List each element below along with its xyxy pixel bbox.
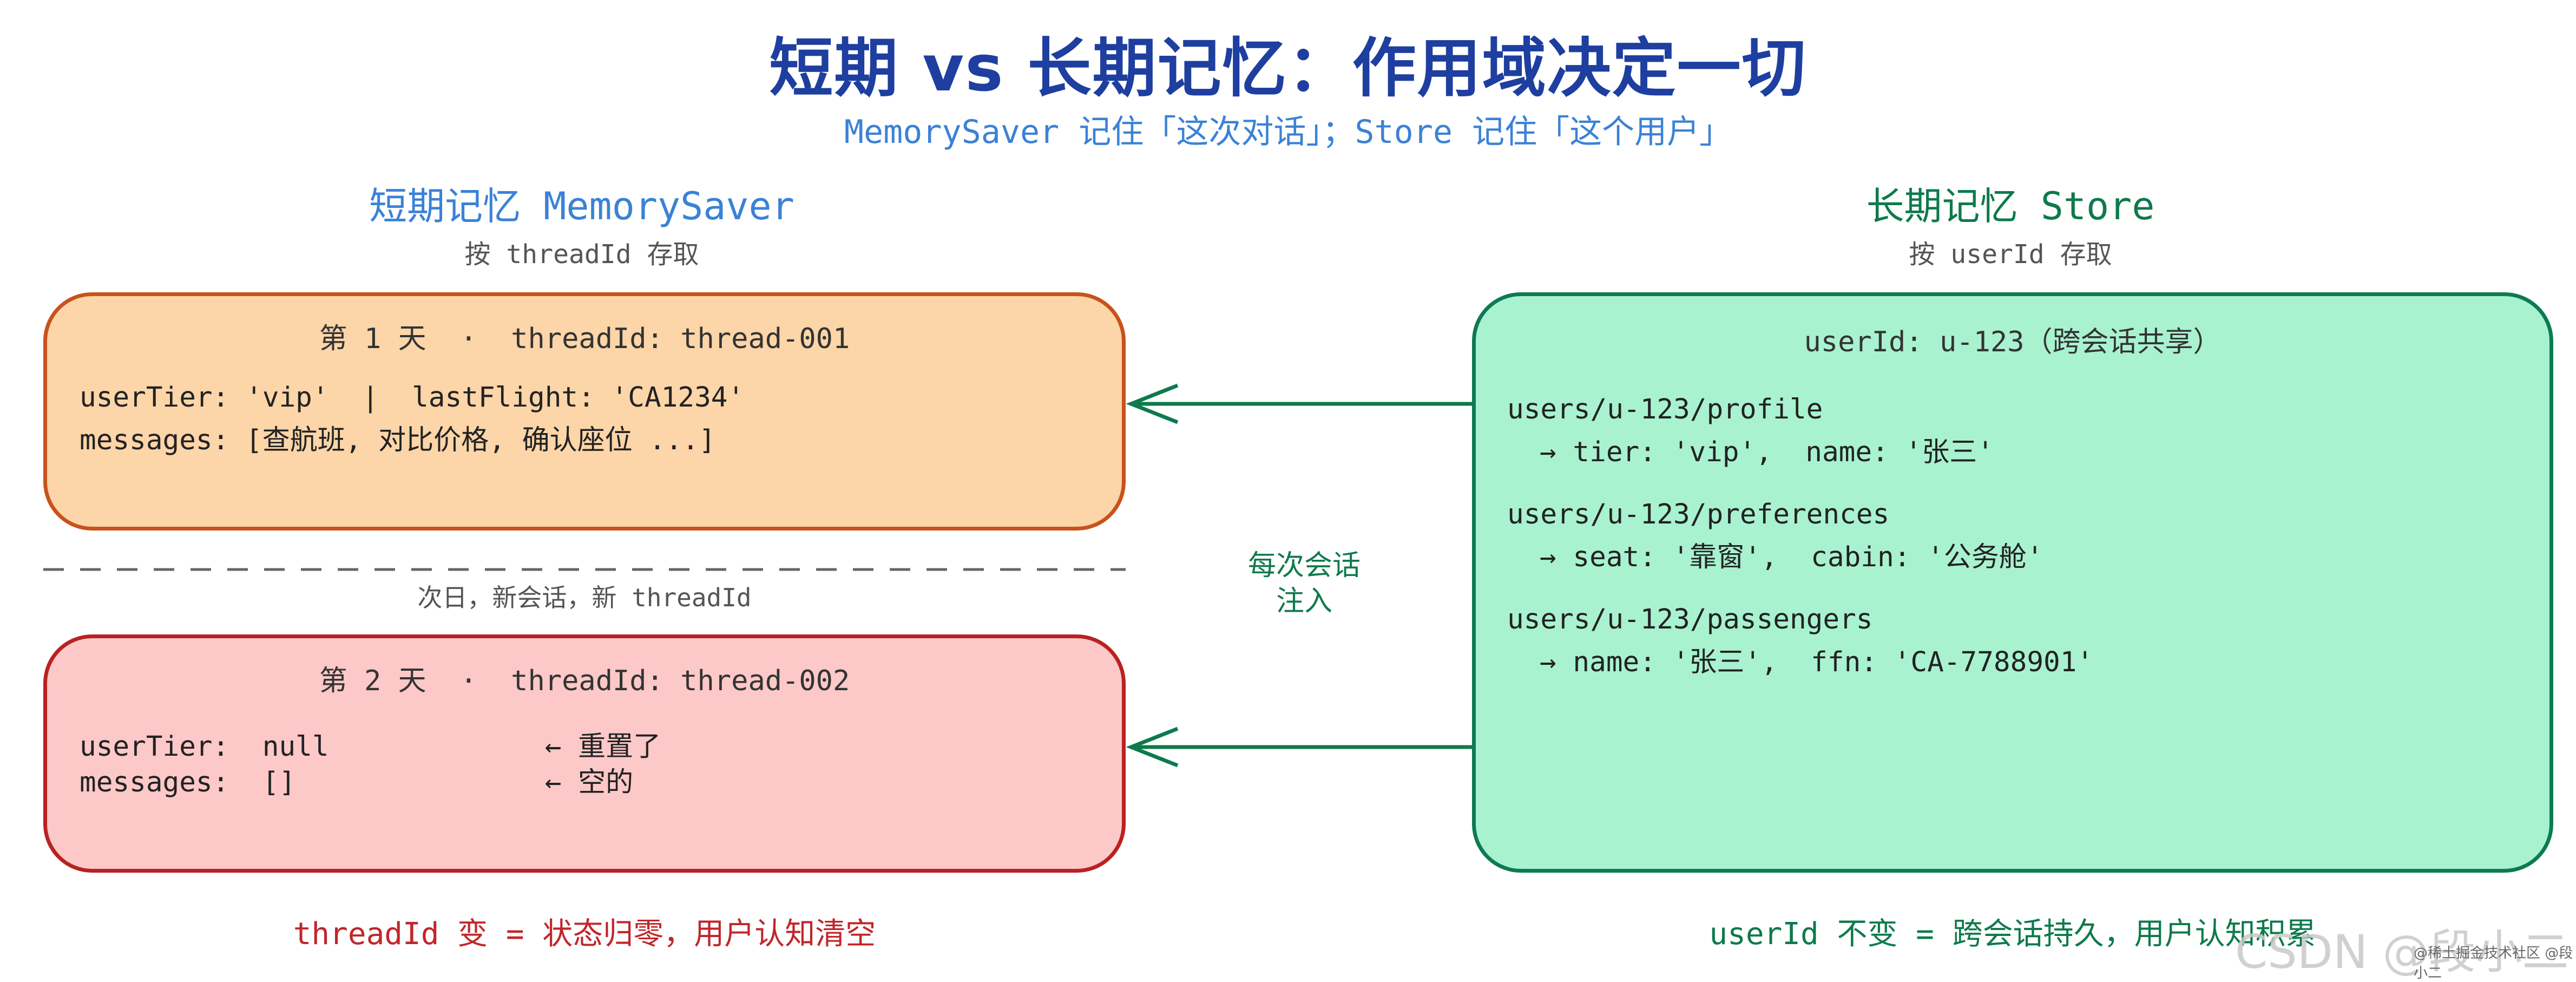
juejin-watermark: @稀土掘金技术社区 @段小二: [2414, 945, 2573, 981]
store-header: userId: u-123（跨会话共享）: [1804, 326, 2222, 358]
day1-messages-line: messages: [查航班, 对比价格, 确认座位 ...]: [80, 424, 716, 456]
day1-state-line: userTier: 'vip' | lastFlight: 'CA1234': [80, 382, 745, 414]
day2-state-line: userTier: null ← 重置了: [80, 731, 661, 763]
store-entry-preferences-path: users/u-123/preferences: [1507, 499, 1890, 531]
day2-header: 第 2 天 · threadId: thread-002: [319, 665, 850, 697]
day2-messages-line: messages: [] ← 空的: [80, 767, 634, 798]
inject-label-line2: 注入: [1276, 585, 1332, 618]
day2-memory-box: 第 2 天 · threadId: thread-002 userTier: n…: [43, 634, 1126, 873]
long-term-subheading: 按 userId 存取: [1909, 239, 2112, 270]
long-term-heading: 长期记忆 Store: [1866, 184, 2155, 228]
store-entry-profile-value: → tier: 'vip', name: '张三': [1540, 436, 1994, 468]
inject-arrow-day1: [1126, 383, 1472, 424]
short-term-subheading: 按 threadId 存取: [464, 239, 699, 270]
short-term-heading: 短期记忆 MemorySaver: [369, 184, 794, 228]
inject-label: 每次会话 注入: [1212, 548, 1396, 619]
store-entry-passengers-value: → name: '张三', ffn: 'CA-7788901': [1540, 646, 2094, 678]
csdn-watermark: CSDN @段小二: [2235, 925, 2569, 979]
page-subtitle: MemorySaver 记住「这次对话」；Store 记住「这个用户」: [844, 113, 1732, 151]
inject-arrow-day2: [1126, 726, 1472, 768]
separator-label: 次日，新会话，新 threadId: [417, 583, 752, 612]
page-title: 短期 vs 长期记忆：作用域决定一切: [769, 31, 1807, 106]
short-term-footer: threadId 变 = 状态归零，用户认知清空: [293, 916, 876, 952]
long-term-footer: userId 不变 = 跨会话持久，用户认知积累: [1709, 916, 2316, 952]
store-entry-preferences-value: → seat: '靠窗', cabin: '公务舱': [1540, 541, 2043, 573]
store-entry-passengers-path: users/u-123/passengers: [1507, 604, 1873, 636]
day1-memory-box: 第 1 天 · threadId: thread-001 userTier: '…: [43, 292, 1126, 531]
day1-header: 第 1 天 · threadId: thread-001: [319, 323, 850, 355]
inject-label-line1: 每次会话: [1247, 549, 1361, 582]
long-term-store-box: userId: u-123（跨会话共享） users/u-123/profile…: [1472, 292, 2553, 873]
store-entry-profile-path: users/u-123/profile: [1507, 394, 1823, 425]
